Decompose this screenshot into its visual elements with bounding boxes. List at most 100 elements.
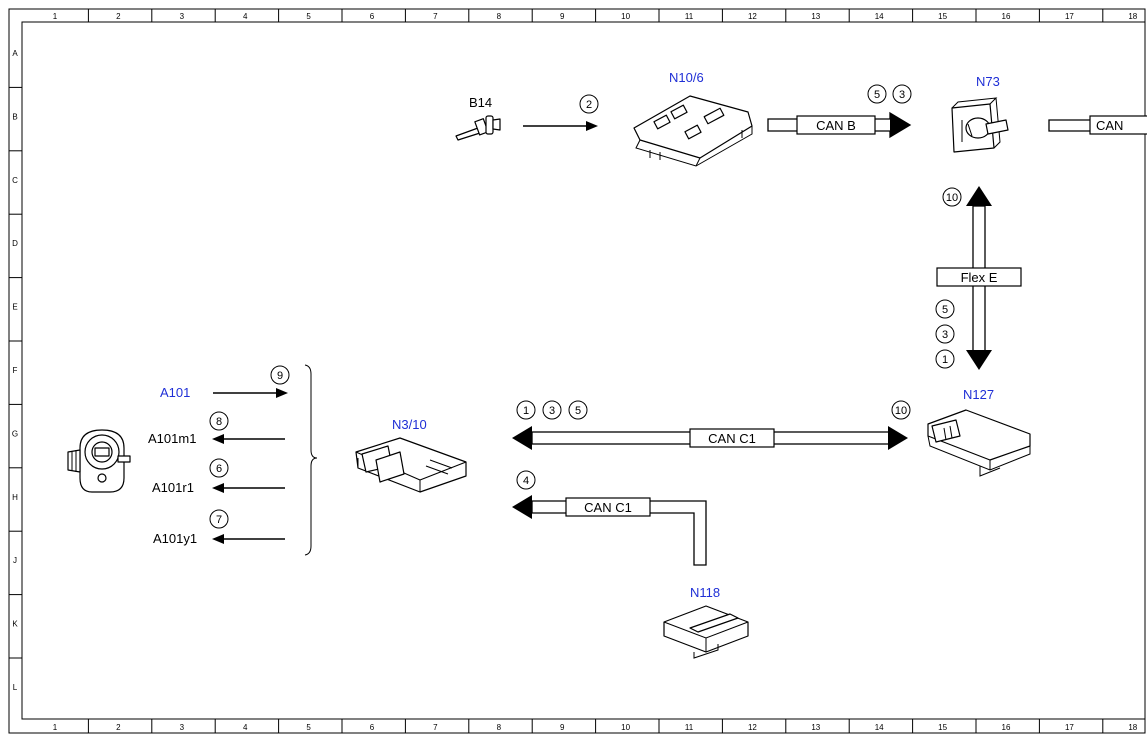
callout-7: 7 xyxy=(209,509,229,529)
a101-label: A101 xyxy=(160,385,190,400)
svg-text:9: 9 xyxy=(277,370,283,382)
column-label: 7 xyxy=(433,723,438,732)
callout-9: 9 xyxy=(270,365,290,385)
n3-10-label: N3/10 xyxy=(392,417,427,432)
column-label: 10 xyxy=(621,12,630,21)
n118-module-icon xyxy=(663,605,749,659)
column-label: 11 xyxy=(685,723,694,732)
svg-text:5: 5 xyxy=(575,405,581,417)
column-label: 2 xyxy=(116,723,121,732)
column-label: 14 xyxy=(875,723,884,732)
svg-text:1: 1 xyxy=(942,354,948,366)
row-label: C xyxy=(12,176,18,185)
row-label: G xyxy=(12,429,18,438)
row-label: B xyxy=(12,112,17,121)
column-label: 8 xyxy=(497,723,502,732)
can-c1-main-label: CAN C1 xyxy=(708,431,756,446)
svg-text:6: 6 xyxy=(216,463,222,475)
column-label: 7 xyxy=(433,12,438,21)
n10-6-module-icon xyxy=(633,95,753,167)
n127-module-icon xyxy=(927,409,1031,477)
column-label: 12 xyxy=(748,723,757,732)
svg-text:3: 3 xyxy=(899,89,905,101)
flex-e-bus: Flex E xyxy=(936,186,1022,370)
column-label: 11 xyxy=(685,12,694,21)
callout-3-h: 3 xyxy=(542,400,562,420)
a101-device-icon xyxy=(67,429,131,493)
column-label: 14 xyxy=(875,12,884,21)
column-label: 5 xyxy=(306,723,311,732)
can-b-bus: CAN B xyxy=(767,111,912,139)
svg-text:1: 1 xyxy=(523,405,529,417)
row-label: H xyxy=(12,493,18,502)
callout-3-top: 3 xyxy=(892,84,912,104)
can-right-label: CAN xyxy=(1096,118,1123,133)
column-label: 16 xyxy=(1002,12,1011,21)
callout-1-h: 1 xyxy=(516,400,536,420)
svg-text:8: 8 xyxy=(216,416,222,428)
column-label: 9 xyxy=(560,12,565,21)
column-label: 1 xyxy=(53,723,58,732)
callout-8: 8 xyxy=(209,411,229,431)
grouping-brace xyxy=(304,364,318,556)
can-c1-lower-label: CAN C1 xyxy=(584,500,632,515)
column-label: 4 xyxy=(243,12,248,21)
n118-label: N118 xyxy=(690,585,720,600)
column-label: 12 xyxy=(748,12,757,21)
svg-text:2: 2 xyxy=(586,99,592,111)
row-label: E xyxy=(12,303,17,312)
callout-3-vert: 3 xyxy=(935,324,955,344)
column-label: 15 xyxy=(938,723,947,732)
flex-e-label: Flex E xyxy=(961,270,998,285)
column-label: 3 xyxy=(180,12,185,21)
column-label: 17 xyxy=(1065,12,1074,21)
column-label: 18 xyxy=(1128,723,1137,732)
n10-6-label: N10/6 xyxy=(669,70,704,85)
column-ticks: 1122334455667788991010111112121313141415… xyxy=(53,9,1138,733)
callout-10-vert: 10 xyxy=(942,187,962,207)
column-label: 13 xyxy=(811,723,820,732)
b14-sensor: B14 xyxy=(455,95,501,141)
a101y1-label: A101y1 xyxy=(153,531,197,546)
can-c1-lower-bus: CAN C1 xyxy=(512,495,707,566)
svg-text:4: 4 xyxy=(523,475,529,487)
svg-text:5: 5 xyxy=(942,304,948,316)
ignition-switch-icon xyxy=(951,97,1009,153)
can-c1-main-bus: CAN C1 xyxy=(512,426,908,450)
drawing-frame: 1122334455667788991010111112121313141415… xyxy=(8,8,1146,734)
callout-4: 4 xyxy=(516,470,536,490)
column-label: 16 xyxy=(1002,723,1011,732)
row-label: D xyxy=(12,239,18,248)
a101m1-label: A101m1 xyxy=(148,431,196,446)
engine-control-unit-icon xyxy=(355,437,467,493)
a101r1-label: A101r1 xyxy=(152,480,194,495)
b14-label: B14 xyxy=(469,95,492,110)
callout-10-h: 10 xyxy=(891,400,911,420)
column-label: 4 xyxy=(243,723,248,732)
svg-text:5: 5 xyxy=(874,89,880,101)
column-label: 6 xyxy=(370,723,375,732)
callout-6: 6 xyxy=(209,458,229,478)
svg-text:10: 10 xyxy=(946,192,958,204)
callout-5-h: 5 xyxy=(568,400,588,420)
column-label: 9 xyxy=(560,723,565,732)
callout-2: 2 xyxy=(579,94,599,114)
callout-5-top: 5 xyxy=(867,84,887,104)
column-label: 15 xyxy=(938,12,947,21)
temperature-sensor-icon xyxy=(455,115,501,141)
can-b-label: CAN B xyxy=(816,118,856,133)
n73-label: N73 xyxy=(976,74,1000,89)
row-label: A xyxy=(12,49,18,58)
column-label: 17 xyxy=(1065,723,1074,732)
inner-frame xyxy=(21,21,1146,720)
svg-text:3: 3 xyxy=(549,405,555,417)
svg-text:7: 7 xyxy=(216,514,222,526)
row-label: K xyxy=(12,620,18,629)
b14-arrowhead xyxy=(586,121,598,131)
row-label: J xyxy=(13,556,17,565)
column-label: 1 xyxy=(53,12,58,21)
column-label: 13 xyxy=(811,12,820,21)
callout-5-vert: 5 xyxy=(935,299,955,319)
